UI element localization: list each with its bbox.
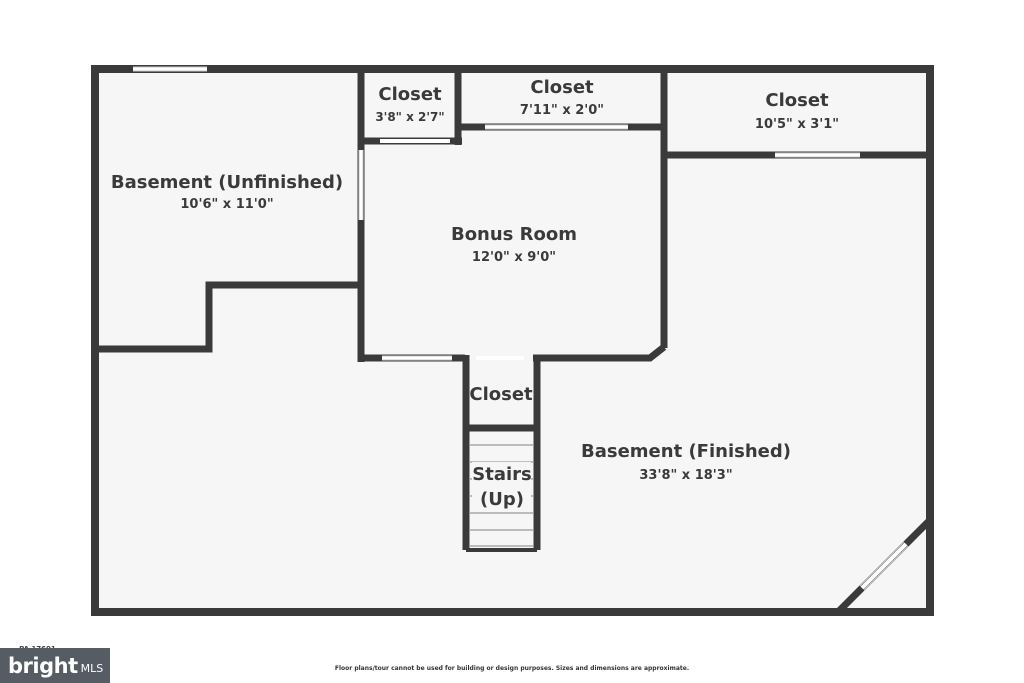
disclaimer-text: Floor plans/tour cannot be used for buil… [334,665,690,672]
room-dimensions-closet-right: 10'5" x 3'1" [755,117,839,132]
logo-sub-text: MLS [80,662,104,675]
room-dimensions-bonus-room: 12'0" x 9'0" [472,250,556,265]
stairs-label-line2: (Up) [480,489,524,510]
room-name-basement-finished: Basement (Finished) [581,441,791,462]
room-name-basement-unfinished: Basement (Unfinished) [111,172,343,193]
window-openings [133,67,860,360]
room-dimensions-closet-top: 7'11" x 2'0" [520,103,604,118]
room-name-closet-right: Closet [765,90,829,111]
stairs-label-backing [472,462,531,512]
logo-main-text: bright [8,653,78,678]
room-dimensions-closet-small: 3'8" x 2'7" [375,110,444,124]
floor-area [95,70,930,612]
window-outline [133,66,860,361]
room-name-closet-stair: Closet [469,384,533,405]
room-name-closet-top: Closet [530,77,594,98]
room-name-closet-small: Closet [378,84,442,105]
diagonal-window [859,541,909,591]
bright-mls-logo: bright MLS [0,648,110,683]
stairs-label-line1: Stairs [472,464,531,485]
room-dimensions-basement-unfinished: 10'6" x 11'0" [180,197,273,212]
room-dimensions-basement-finished: 33'8" x 18'3" [639,468,732,483]
room-name-bonus-room: Bonus Room [451,224,577,245]
